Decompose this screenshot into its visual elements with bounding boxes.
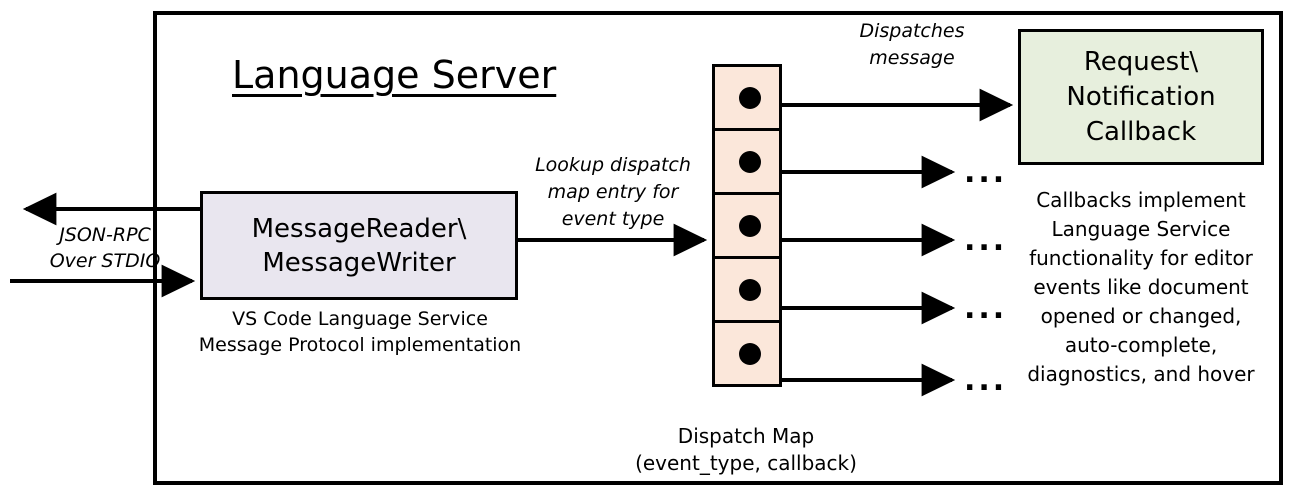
lookup-label-line2: map entry for	[547, 181, 679, 203]
message-writer-label: MessageWriter	[262, 247, 456, 278]
lookup-label-line3: event type	[561, 208, 665, 230]
transport-label-line1: JSON-RPC	[59, 224, 151, 246]
dispatch-entry-1[interactable]	[712, 64, 782, 131]
message-reader-writer-box[interactable]: MessageReader\ MessageWriter	[200, 191, 518, 300]
dispatch-entry-2[interactable]	[712, 128, 782, 195]
lookup-label-line1: Lookup dispatch	[535, 154, 691, 176]
dispatch-map-caption-line2: (event_type, callback)	[635, 451, 857, 475]
page-title: Language Server	[232, 53, 557, 97]
dispatches-message-label: Dispatches message	[832, 18, 992, 72]
callback-caption-line3: functionality for editor	[1029, 246, 1253, 270]
callback-dot-icon	[739, 278, 761, 301]
message-reader-caption-line1: VS Code Language Service	[232, 308, 488, 330]
dispatch-entry-5[interactable]	[712, 320, 782, 387]
transport-label: JSON-RPC Over STDIO	[30, 222, 180, 274]
callback-caption-line7: diagnostics, and hover	[1027, 362, 1255, 386]
language-server-boundary	[153, 11, 1283, 485]
dispatches-label-line1: Dispatches	[859, 20, 965, 42]
request-notification-callback-box[interactable]: Request\ Notification Callback	[1018, 29, 1264, 165]
dispatch-map-table	[712, 64, 782, 387]
callback-dot-icon	[739, 214, 761, 237]
ellipsis-dispatch-2: ...	[964, 155, 1008, 190]
callback-dot-icon	[739, 342, 761, 365]
transport-label-line2: Over STDIO	[49, 250, 161, 272]
callback-caption-line1: Callbacks implement	[1036, 188, 1246, 212]
ellipsis-dispatch-4: ...	[964, 291, 1008, 326]
callback-caption-line6: auto-complete,	[1064, 333, 1218, 357]
message-reader-caption-line2: Message Protocol implementation	[198, 334, 522, 356]
callback-line3: Callback	[1085, 116, 1197, 147]
lookup-dispatch-label: Lookup dispatch map entry for event type	[520, 152, 706, 233]
callback-caption-line5: opened or changed,	[1040, 304, 1242, 328]
dispatches-label-line2: message	[869, 47, 955, 69]
callback-caption: Callbacks implement Language Service fun…	[1012, 186, 1270, 389]
callback-dot-icon	[739, 150, 761, 173]
dispatch-entry-3[interactable]	[712, 192, 782, 259]
dispatch-map-caption: Dispatch Map (event_type, callback)	[626, 423, 866, 477]
callback-line2: Notification	[1066, 81, 1216, 112]
ellipsis-dispatch-3: ...	[964, 223, 1008, 258]
ellipsis-dispatch-5: ...	[964, 363, 1008, 398]
message-reader-label: MessageReader\	[251, 213, 467, 244]
dispatch-entry-4[interactable]	[712, 256, 782, 323]
callback-line1: Request\	[1083, 46, 1199, 77]
message-reader-caption: VS Code Language Service Message Protoco…	[190, 306, 530, 358]
callback-dot-icon	[739, 86, 761, 109]
callback-caption-line2: Language Service	[1051, 217, 1231, 241]
dispatch-map-caption-line1: Dispatch Map	[677, 424, 815, 448]
callback-caption-line4: events like document	[1033, 275, 1249, 299]
